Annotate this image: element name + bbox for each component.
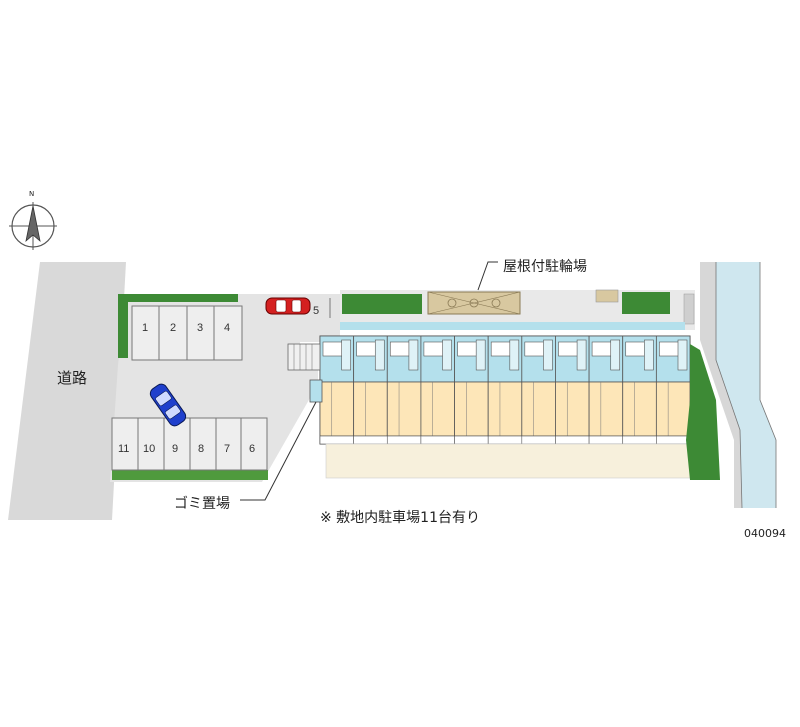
unit-closet [389,341,411,357]
parking-space-5: 5 [313,305,319,317]
right-greenery [686,344,720,480]
unit-bath [509,339,520,371]
unit-closet [423,341,444,357]
blue-car-icon [149,383,187,427]
parking-spaces-top: 1 2 3 4 [131,305,243,361]
apartment-building [319,335,691,445]
unit-bath [475,339,486,371]
unit-floor [521,381,556,437]
parking-space-2: 2 [170,322,176,334]
unit-bath [576,339,587,371]
unit-bath [644,339,654,371]
unit-closet [322,341,343,357]
lower-walkway [325,443,691,479]
parking-space-4: 4 [224,322,230,334]
garbage-label: ゴミ置場 [174,495,230,512]
north-label: N [29,190,34,198]
unit-veranda [386,435,422,445]
parking-space-3: 3 [197,322,203,334]
canal [700,262,777,509]
unit-closet [457,341,478,357]
parking-space-1: 1 [142,322,148,334]
unit-bath [442,339,452,371]
unit-closet [558,341,579,357]
parking-space-6: 6 [249,443,255,455]
unit-closet [659,341,680,357]
road-label: 道路 [57,369,87,387]
unit-bath [374,339,385,371]
unit-floor [454,381,489,437]
unit-veranda [420,435,455,445]
unit-floor [588,381,624,437]
unit-floor [555,381,590,437]
unit-veranda [454,435,489,445]
compass-icon: N [9,190,57,250]
unit-bath [341,339,351,371]
bicycle-parking-label: 屋根付駐輪場 [503,258,587,275]
unit-bath [408,339,419,371]
unit-closet [625,341,646,357]
unit-floor [487,381,523,437]
parking-space-5-area: 5 [265,297,331,318]
parking-note: ※ 敷地内駐車場11台有り [320,509,480,526]
parking-space-11: 11 [118,443,129,455]
parking-space-8: 8 [198,443,204,455]
parking-spaces-bottom: 11 10 9 8 7 6 [111,417,268,471]
bicycle-parking: 屋根付駐輪場 [427,258,587,315]
unit-floor [353,381,388,437]
unit-veranda [353,435,388,445]
road: 道路 [8,262,126,520]
unit-closet [490,341,512,357]
garbage-area: ゴミ置場 [174,379,323,512]
unit-veranda [487,435,523,445]
unit-veranda [319,435,354,445]
unit-closet [356,341,377,357]
unit-veranda [622,435,657,445]
unit-floor [420,381,455,437]
red-car-icon [265,297,311,315]
unit-floor [655,381,691,437]
unit-bath [543,339,553,371]
unit-floor [622,381,657,437]
unit-veranda [555,435,590,445]
unit-floor [386,381,422,437]
parking-space-7: 7 [224,443,230,455]
unit-bath [610,339,621,371]
unit-veranda [656,435,691,445]
image-code: 040094 [744,527,786,540]
unit-closet [591,341,613,357]
parking-space-9: 9 [172,443,178,455]
parking-space-10: 10 [143,443,155,455]
stairs [287,343,321,371]
unit-bath [677,339,688,371]
unit-veranda [521,435,556,445]
unit-closet [524,341,545,357]
unit-floor [319,381,355,437]
unit-veranda [588,435,624,445]
